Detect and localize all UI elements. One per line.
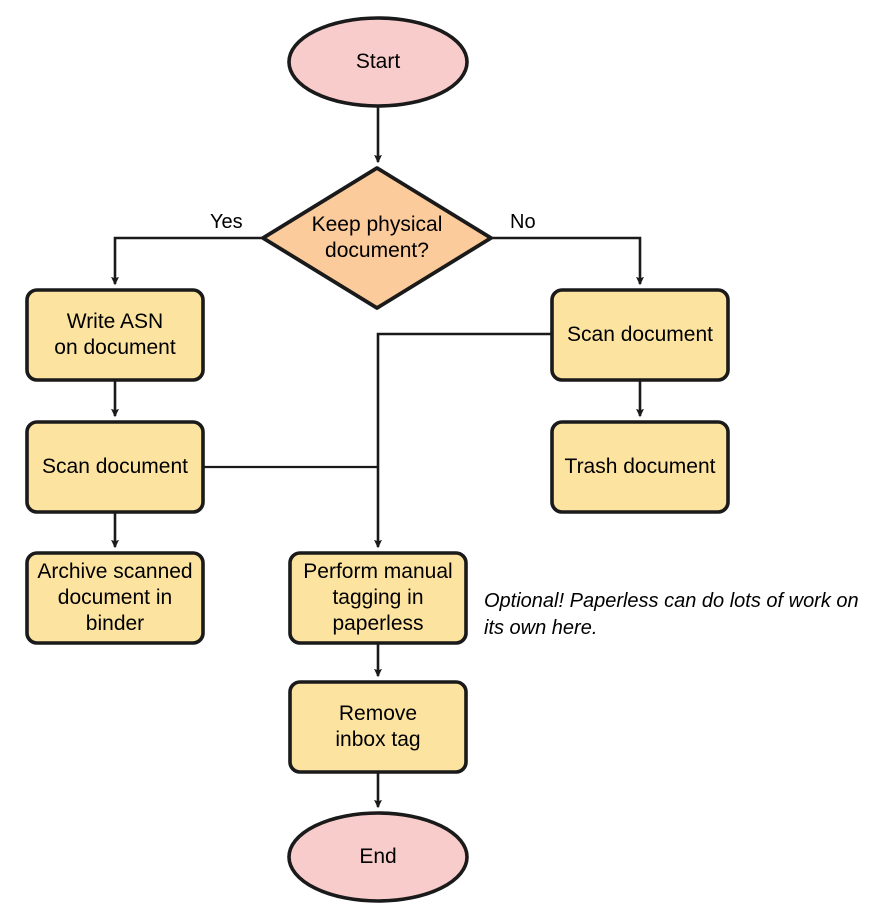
node-keep-physical-document[interactable] xyxy=(261,166,493,310)
node-layer xyxy=(25,16,730,903)
node-scan-document-left[interactable] xyxy=(25,420,205,514)
edge-layer xyxy=(111,106,644,809)
node-archive-binder[interactable] xyxy=(25,551,205,645)
node-write-asn[interactable] xyxy=(25,288,205,382)
node-remove-inbox-tag[interactable] xyxy=(288,680,468,774)
edge-label-yes: Yes xyxy=(210,211,243,233)
node-trash-document[interactable] xyxy=(550,420,730,514)
node-manual-tagging[interactable] xyxy=(288,551,468,645)
node-start[interactable] xyxy=(287,16,469,108)
edge-scan-right-to-tagging xyxy=(374,332,552,549)
annotation-optional-note: Optional! Paperless can do lots of work … xyxy=(484,590,859,639)
edge-decision-to-scan-right xyxy=(491,236,644,286)
node-scan-document-right[interactable] xyxy=(550,288,730,382)
edge-decision-to-write-asn xyxy=(111,236,263,286)
node-end[interactable] xyxy=(287,811,469,903)
edge-label-no: No xyxy=(510,211,536,233)
